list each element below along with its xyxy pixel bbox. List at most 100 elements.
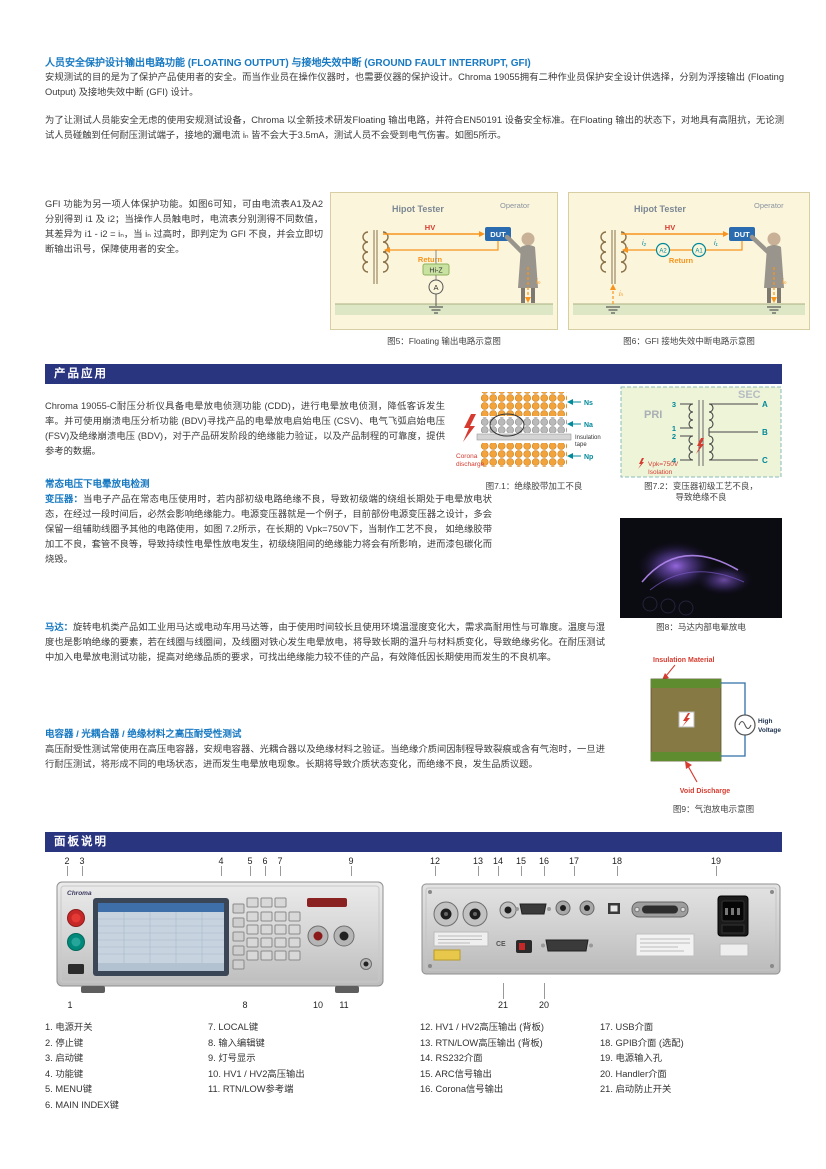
figure5-caption: 图5：Floating 输出电路示意图: [387, 336, 501, 346]
section-heading-safety: 人员安全保护设计输出电路功能 (FLOATING OUTPUT) 与接地失效中断…: [45, 58, 531, 69]
callout-16: 16: [538, 856, 549, 866]
legend-item-17: 17. USB介面: [600, 1022, 654, 1032]
fig9-high-voltage-label-1: High: [758, 718, 772, 725]
fig5-dut-label: DUT: [490, 230, 506, 239]
callout-20: 20: [538, 1000, 549, 1010]
fig72-outa-label: A: [762, 400, 768, 409]
insulation-tape-band: [476, 433, 572, 441]
corona-arc: [641, 554, 739, 583]
fig5-hiz-label: Hi-Z: [429, 268, 443, 275]
transformer-symbol: [362, 230, 389, 284]
ammeter-a2-symbol: [655, 242, 671, 258]
fig6-i1-label: i₁: [714, 240, 719, 247]
transformer-body-text: 当电子产品在常态电压使用时，若内部初级电路绝缘不良，导致初级端的绕组长期处于电晕…: [45, 494, 492, 564]
menu-index-local-keys: [246, 897, 287, 908]
figure8-motor-corona-photo: [620, 518, 782, 618]
primary-winding-bottom: [688, 435, 694, 461]
fig71-corona-label-1: Corona: [456, 453, 478, 460]
fig72-vpk-label-2: Isolation: [648, 469, 673, 476]
callout-11: 11: [339, 1000, 349, 1010]
insulation-layer-bottom: [651, 752, 721, 761]
figure72-caption-line2: 导致绝缘不良: [675, 492, 727, 502]
label-sticker: [433, 931, 489, 947]
fig71-ns-label: Ns: [584, 400, 593, 407]
callout-21: 21: [497, 1000, 508, 1010]
front-panel-photo: Chroma: [55, 876, 385, 996]
handler-connector: [545, 939, 589, 952]
fig72-outb-label: B: [762, 428, 768, 437]
fig6-dut-label: DUT: [734, 230, 750, 239]
paragraph-hv-withstand: 高压耐受性测试常使用在高压电容器，安规电容器、光耦合器以及绝缘材料之验证。当绝缘…: [45, 744, 605, 769]
power-switch: [68, 964, 84, 974]
callout-19: 19: [710, 856, 721, 866]
fig5-operator-label: Operator: [500, 201, 530, 210]
callout-15: 15: [515, 856, 526, 866]
legend-item-14: 14. RS232介面: [420, 1053, 483, 1063]
callout-3: 3: [79, 856, 85, 866]
fig5-return-label: Return: [418, 255, 443, 264]
fig6-in-label-right: iₙ: [782, 277, 787, 286]
legend-item-8: 8. 输入编辑键: [208, 1037, 265, 1048]
callout-4: 4: [218, 856, 224, 866]
rs232-connector: [519, 903, 547, 915]
figure6-gfi-diagram: Hipot Tester Operator HV DUT Return A2 A…: [568, 192, 810, 330]
indicator-lamp: [307, 898, 347, 907]
figure72-caption-line1: 图7.2：变压器初级工艺不良，: [644, 481, 758, 491]
figure9-void-discharge-diagram: Insulation Material High Voltage Void Di…: [645, 652, 782, 802]
fig71-np-label: Np: [584, 454, 593, 461]
callout-6: 6: [262, 856, 268, 866]
fig6-a1-label: A1: [695, 249, 703, 255]
back-panel-photo: CE: [420, 878, 782, 982]
fig72-pin3-label: 3: [672, 400, 676, 409]
legend-item-6: 6. MAIN INDEX键: [45, 1099, 119, 1110]
legend-column-2: 7. LOCAL键 8. 输入编辑键 9. 灯号显示 10. HV1 / HV2…: [208, 1020, 408, 1098]
legend-item-21: 21. 启动防止开关: [600, 1084, 672, 1094]
fig72-vpk-label-1: Vpk=750V: [648, 461, 679, 468]
spec-sticker: [635, 933, 695, 957]
callout-7: 7: [277, 856, 283, 866]
fig71-tape-label-2: tape: [575, 442, 587, 448]
section-header-applications: 产品应用: [45, 364, 782, 384]
fig9-void-discharge-label: Void Discharge: [680, 788, 731, 795]
numeric-keypad: [246, 911, 301, 961]
figure71-insulation-tape-illustration: Corona discharge Ns Na Insulation tape N…: [455, 386, 613, 478]
callout-14: 14: [492, 856, 503, 866]
legend-item-16: 16. Corona信号输出: [420, 1084, 504, 1094]
paragraph-safety-2: 为了让测试人员能安全无虑的使用安规测试设备，Chroma 以全新技术研发Floa…: [45, 115, 784, 140]
figure72-transformer-schematic: PRI SEC 3 1 2 4 A B C Vpk=750V: [620, 386, 782, 478]
secondary-winding-bottom: [708, 435, 714, 461]
legend-item-1: 1. 电源开关: [45, 1022, 93, 1032]
barcode-sticker: [719, 943, 749, 957]
fig72-pin1-label: 1: [672, 424, 676, 433]
fig72-pin4-label: 4: [672, 456, 677, 465]
figure6-caption: 图6：GFI 接地失效中断电路示意图: [623, 336, 755, 346]
insulation-layer-top: [651, 679, 721, 688]
callout-12: 12: [429, 856, 440, 866]
fig6-a2-label: A2: [659, 249, 667, 255]
legend-item-12: 12. HV1 / HV2高压输出 (背板): [420, 1022, 544, 1032]
transformer-symbol: [600, 230, 627, 284]
paragraph-transformer: 变压器：当电子产品在常态电压使用时，若内部初级电路绝缘不良，导致初级端的绕组长期…: [45, 492, 492, 567]
ce-mark: CE: [496, 941, 506, 948]
callout-8: 8: [242, 1000, 248, 1010]
return-line: [389, 241, 499, 251]
spark-icon-small: [638, 458, 644, 469]
secondary-winding-top: [708, 403, 714, 429]
subheading-corona-detection: 常态电压下电晕放电检测: [45, 479, 150, 490]
legend-item-2: 2. 停止键: [45, 1037, 84, 1048]
fig72-pri-label: PRI: [644, 409, 662, 421]
fig5-hv-label: HV: [425, 223, 435, 232]
legend-item-15: 15. ARC信号输出: [420, 1068, 492, 1079]
brand-logo: Chroma: [67, 890, 92, 897]
legend-item-11: 11. RTN/LOW参考端: [208, 1084, 294, 1094]
function-keys: [232, 903, 245, 970]
legend-item-9: 9. 灯号显示: [208, 1053, 256, 1063]
figure72-caption: 图7.2：变压器初级工艺不良， 导致绝缘不良: [620, 481, 782, 503]
warning-sticker: [433, 949, 461, 961]
legend-item-10: 10. HV1 / HV2高压输出: [208, 1068, 305, 1079]
fig71-na-label: Na: [584, 422, 593, 429]
motor-lead-label: 马达：: [45, 622, 74, 632]
fig72-outc-label: C: [762, 456, 768, 465]
legend-item-5: 5. MENU键: [45, 1084, 93, 1094]
